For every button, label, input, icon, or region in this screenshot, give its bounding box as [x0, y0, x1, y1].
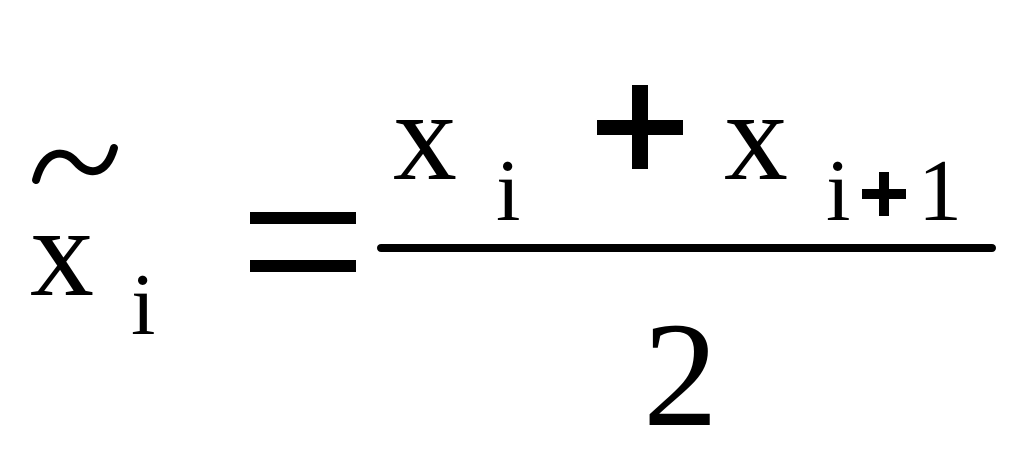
- numerator-term2-subscript-index: i: [826, 143, 851, 240]
- numerator-term2-variable: x: [724, 65, 788, 207]
- subscript-plus-icon: [862, 172, 906, 216]
- fraction-bar: [377, 244, 996, 252]
- numerator-term1-variable: x: [393, 65, 457, 207]
- equals-bar-bottom: [250, 260, 356, 272]
- lhs-subscript: i: [131, 257, 156, 354]
- lhs-variable: x: [30, 181, 94, 323]
- denominator: 2: [643, 292, 718, 458]
- tilde-icon: [32, 144, 118, 184]
- plus-operator-vertical: [632, 85, 648, 169]
- numerator-term1-subscript: i: [496, 143, 521, 240]
- numerator-term2-subscript-constant: 1: [918, 143, 962, 240]
- equals-bar-top: [250, 212, 356, 224]
